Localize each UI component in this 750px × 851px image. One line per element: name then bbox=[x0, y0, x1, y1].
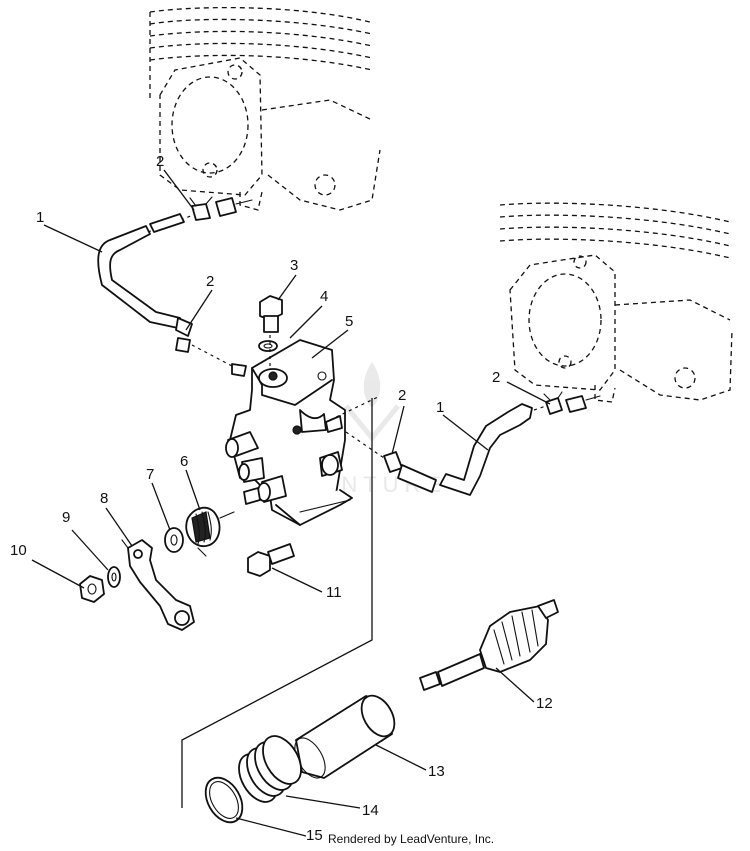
callout-15: 15 bbox=[306, 827, 323, 844]
engine-cylinder-right bbox=[499, 202, 733, 403]
engine-cylinder-upper bbox=[149, 6, 381, 211]
callout-labels: 1 2 3 2 4 5 2 1 2 6 7 8 9 10 11 12 13 14… bbox=[10, 153, 553, 844]
callout-11: 11 bbox=[326, 584, 342, 601]
callout-12: 12 bbox=[536, 695, 553, 712]
callout-2-pump: 2 bbox=[398, 387, 406, 404]
callout-6: 6 bbox=[180, 453, 188, 470]
callout-2-right: 2 bbox=[492, 369, 500, 386]
oil-hose-right bbox=[345, 391, 601, 496]
callout-10: 10 bbox=[10, 542, 27, 559]
callout-1-upper: 1 bbox=[36, 209, 44, 226]
callout-8: 8 bbox=[100, 490, 108, 507]
callout-14: 14 bbox=[362, 802, 379, 819]
oil-pump-body bbox=[225, 339, 381, 526]
callout-4: 4 bbox=[320, 288, 328, 305]
callout-3: 3 bbox=[290, 257, 298, 274]
callout-1-right: 1 bbox=[436, 399, 444, 416]
coil-spring bbox=[238, 735, 302, 803]
assembly-bracket-lines bbox=[181, 398, 373, 808]
leader-lines bbox=[31, 169, 551, 837]
oil-hose-left bbox=[97, 196, 253, 377]
lock-washer bbox=[107, 566, 121, 588]
o-ring bbox=[204, 776, 244, 824]
callout-2-middle: 2 bbox=[206, 273, 214, 290]
washer bbox=[164, 527, 184, 553]
return-spring bbox=[185, 506, 235, 557]
drive-sleeve bbox=[294, 694, 396, 779]
banjo-bolt bbox=[258, 295, 283, 368]
callout-2-upper: 2 bbox=[156, 153, 164, 170]
callout-13: 13 bbox=[428, 763, 445, 780]
lever-nut bbox=[79, 575, 105, 603]
pump-drive-gear bbox=[419, 599, 559, 691]
adjust-screw bbox=[247, 543, 295, 577]
callout-7: 7 bbox=[146, 466, 154, 483]
pump-lever bbox=[121, 539, 195, 631]
callout-5: 5 bbox=[345, 313, 353, 330]
render-credit: Rendered by LeadVenture, Inc. bbox=[328, 832, 495, 846]
callout-9: 9 bbox=[62, 509, 70, 526]
